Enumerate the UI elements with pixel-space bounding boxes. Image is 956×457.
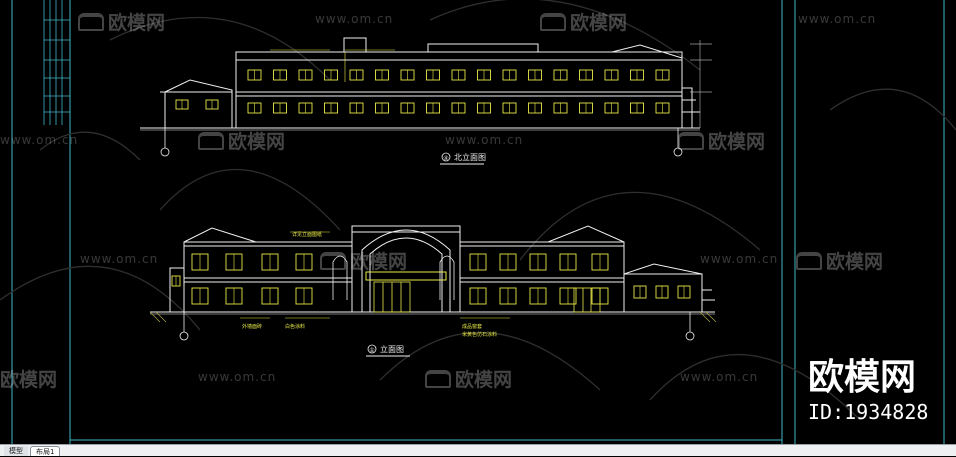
note-lower-3: 成品窗套 bbox=[462, 323, 482, 330]
watermark-brand: 欧模网 bbox=[425, 365, 512, 392]
watermark-brand: 欧模网 bbox=[320, 247, 407, 274]
lower-elevation-title: 立面图 bbox=[380, 344, 404, 354]
watermark-brand: 欧模网 bbox=[78, 8, 165, 35]
upper-elevation-title: 北立面图 bbox=[454, 152, 486, 162]
lower-notes: 外墙面砖 白色涂料 成品窗套 米黄色仿石涂料 详见立面图纸 bbox=[242, 231, 497, 338]
sofa-logo-icon bbox=[540, 12, 566, 31]
upper-windows bbox=[175, 69, 670, 114]
cad-model-viewport[interactable]: ④ 北立面图 bbox=[0, 0, 956, 444]
sofa-logo-icon bbox=[796, 251, 822, 270]
sofa-logo-icon bbox=[78, 12, 104, 31]
watermark-site: www.om.cn bbox=[445, 133, 524, 147]
watermark-site: www.om.cn bbox=[680, 370, 759, 384]
lower-windows bbox=[171, 253, 691, 305]
watermark-site: www.om.cn bbox=[198, 370, 277, 384]
watermark-arcs bbox=[0, 0, 956, 421]
watermark-brand: 欧模网 bbox=[678, 127, 765, 154]
watermark-site: www.om.cn bbox=[798, 12, 877, 26]
tab-model[interactable]: 模型 bbox=[4, 446, 28, 456]
upper-circle-label: ④ bbox=[443, 155, 448, 162]
watermark-large-brand: 欧模网 bbox=[808, 357, 917, 398]
watermark-brand: 欧模网 bbox=[198, 127, 285, 154]
elevation-drawing: ④ 北立面图 bbox=[0, 0, 956, 444]
watermark-id: ID:1934828 bbox=[808, 400, 929, 424]
sofa-logo-icon bbox=[320, 251, 346, 270]
watermark-brand: 欧模网 bbox=[540, 8, 627, 35]
upper-title-group: ④ 北立面图 bbox=[440, 152, 486, 165]
watermark-site: www.om.cn bbox=[700, 252, 779, 266]
left-title-strip bbox=[43, 0, 70, 125]
note-lower-2: 白色涂料 bbox=[285, 323, 305, 330]
lower-entrance-doors bbox=[373, 281, 601, 313]
sofa-logo-icon bbox=[425, 369, 451, 388]
ground-hatch bbox=[149, 311, 717, 323]
note-lower-1: 外墙面砖 bbox=[242, 323, 262, 330]
watermark-brand: 欧模网 bbox=[796, 247, 883, 274]
lower-axis-markers bbox=[179, 312, 695, 341]
watermark-brand: 欧模网 bbox=[0, 369, 58, 391]
watermark-site: www.om.cn bbox=[0, 133, 79, 147]
lower-circle-label: ① bbox=[369, 347, 374, 354]
note-lower-4: 米黄色仿石涂料 bbox=[462, 331, 497, 338]
watermark-site: www.om.cn bbox=[80, 252, 159, 266]
sofa-logo-icon bbox=[678, 131, 704, 150]
lower-title-group: ① 立面图 bbox=[366, 344, 410, 357]
watermark-site: www.om.cn bbox=[315, 12, 394, 26]
upper-elevation bbox=[140, 37, 712, 131]
layout-tab-bar: 模型 布局1 bbox=[0, 444, 956, 456]
sofa-logo-icon bbox=[198, 131, 224, 150]
note-lower-5: 详见立面图纸 bbox=[292, 231, 322, 238]
tab-layout-1[interactable]: 布局1 bbox=[30, 446, 61, 456]
upper-axis-markers bbox=[160, 128, 683, 157]
drawing-frame bbox=[11, 0, 945, 444]
